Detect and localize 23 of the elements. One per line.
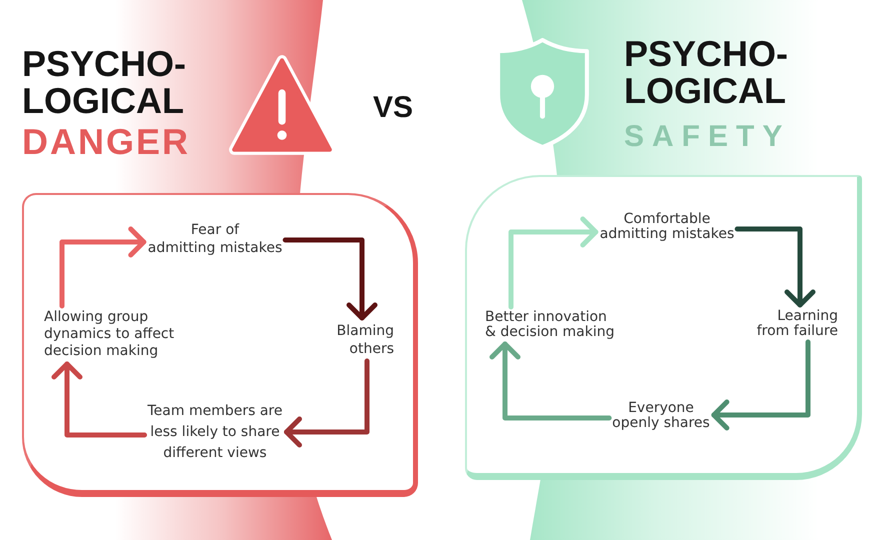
rounded-panel: [465, 175, 862, 480]
step-text: Learning from failure: [756, 309, 838, 339]
step-text: Comfortable admitting mistakes: [600, 212, 734, 242]
heading-keyword: DANGER: [22, 123, 190, 160]
heading-keyword: SAFETY: [624, 121, 790, 153]
versus-text: VS: [373, 92, 414, 124]
heading-text: PSYCHO- LOGICAL: [22, 45, 186, 119]
arrow: [734, 226, 816, 308]
arrow: [508, 216, 598, 310]
step-text: Blaming others: [336, 322, 394, 358]
step-text: Allowing group dynamics to affect decision making: [44, 309, 174, 360]
step-text: Team members are less likely to share different views: [148, 401, 282, 464]
arrow: [60, 226, 146, 308]
arrow: [52, 362, 147, 438]
arrow: [711, 340, 810, 430]
arrow: [284, 358, 370, 448]
arrow: [282, 238, 378, 320]
heading-text: PSYCHO- LOGICAL: [624, 35, 788, 109]
step-text: Better innovation & decision making: [485, 310, 614, 340]
step-text: Everyone openly shares: [612, 401, 710, 431]
arrow: [490, 342, 612, 420]
step-text: Fear of admitting mistakes: [148, 221, 282, 257]
rounded-panel: [22, 193, 418, 497]
